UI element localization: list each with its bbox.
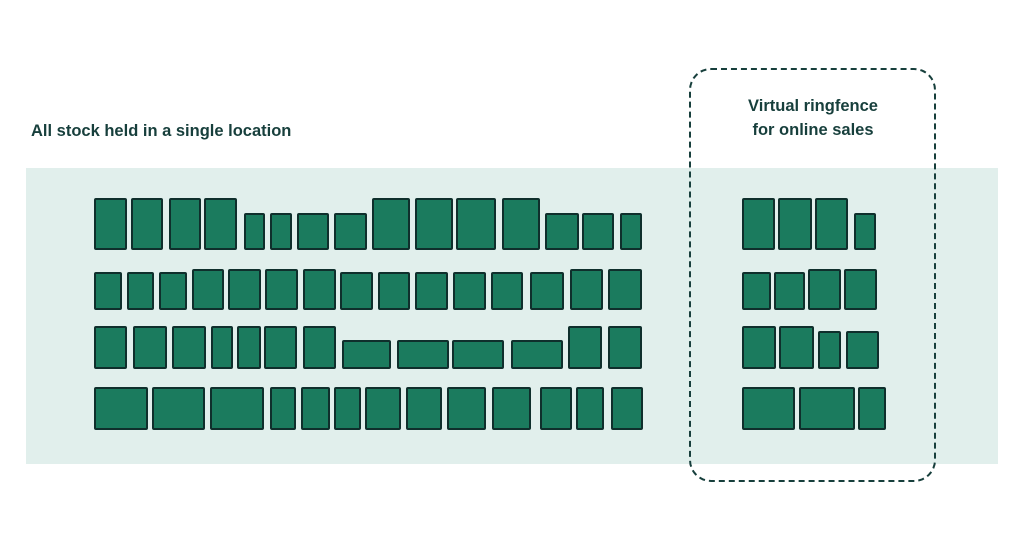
single-location-stock-box [365,387,401,430]
ringfence-stock-box [808,269,841,310]
single-location-stock-box [192,269,224,310]
single-location-stock-box [372,198,410,250]
single-location-stock-box [211,326,233,369]
single-location-stock-box [502,198,540,250]
single-location-stock-box [608,269,642,310]
ringfence-stock-box [742,326,776,369]
single-location-stock-box [270,387,296,430]
ringfence-stock-box [774,272,805,310]
ringfence-stock-box [742,387,795,430]
ringfence-stock-box [846,331,879,369]
ringfence-stock-box [799,387,855,430]
single-location-stock-box [210,387,264,430]
single-location-stock-box [453,272,486,310]
single-location-stock-box [334,387,361,430]
ringfence-stock-box [854,213,876,250]
single-location-stock-box [397,340,449,369]
single-location-stock-box [620,213,642,250]
single-location-stock-box [131,198,163,250]
single-location-stock-box [159,272,187,310]
single-location-stock-box [540,387,572,430]
single-location-stock-box [152,387,205,430]
ringfence-stock-box [779,326,814,369]
single-location-stock-box [415,272,448,310]
single-location-stock-box [492,387,531,430]
single-location-stock-box [608,326,642,369]
ringfence-stock-box [818,331,841,369]
single-location-stock-box [576,387,604,430]
single-location-stock-box [303,269,336,310]
single-location-stock-box [265,269,298,310]
single-location-stock-box [244,213,265,250]
single-location-stock-box [94,272,122,310]
ringfence-label-line2: for online sales [752,121,874,139]
single-location-stock-box [264,326,297,369]
ringfence-stock-box [742,272,771,310]
single-location-stock-box [570,269,603,310]
ringfence-stock-box [858,387,886,430]
ringfence-stock-box [815,198,848,250]
single-location-stock-box [169,198,201,250]
single-location-stock-box [378,272,410,310]
single-location-label: All stock held in a single location [31,122,292,140]
single-location-stock-box [491,272,523,310]
ringfence-stock-box [742,198,775,250]
single-location-stock-box [406,387,442,430]
single-location-stock-box [228,269,261,310]
single-location-stock-box [133,326,167,369]
single-location-stock-box [297,213,329,250]
single-location-stock-box [172,326,206,369]
single-location-stock-box [94,198,127,250]
ringfence-stock-box [778,198,812,250]
single-location-stock-box [582,213,614,250]
single-location-stock-box [204,198,237,250]
ringfence-stock-box [844,269,877,310]
single-location-stock-box [237,326,261,369]
single-location-stock-box [340,272,373,310]
ringfence-label: Virtual ringfence for online sales [688,94,938,142]
single-location-stock-box [94,387,148,430]
single-location-stock-box [303,326,336,369]
single-location-stock-box [530,272,564,310]
single-location-stock-box [447,387,486,430]
single-location-stock-box [94,326,127,369]
ringfence-label-line1: Virtual ringfence [748,97,878,115]
single-location-stock-box [301,387,330,430]
single-location-stock-box [270,213,292,250]
single-location-stock-box [568,326,602,369]
single-location-stock-box [415,198,453,250]
single-location-stock-box [511,340,563,369]
single-location-stock-box [545,213,579,250]
single-location-stock-box [611,387,643,430]
single-location-stock-box [456,198,496,250]
single-location-stock-box [127,272,154,310]
virtual-ringfence-outline [689,68,936,482]
single-location-stock-box [452,340,504,369]
single-location-stock-box [342,340,391,369]
single-location-stock-box [334,213,367,250]
